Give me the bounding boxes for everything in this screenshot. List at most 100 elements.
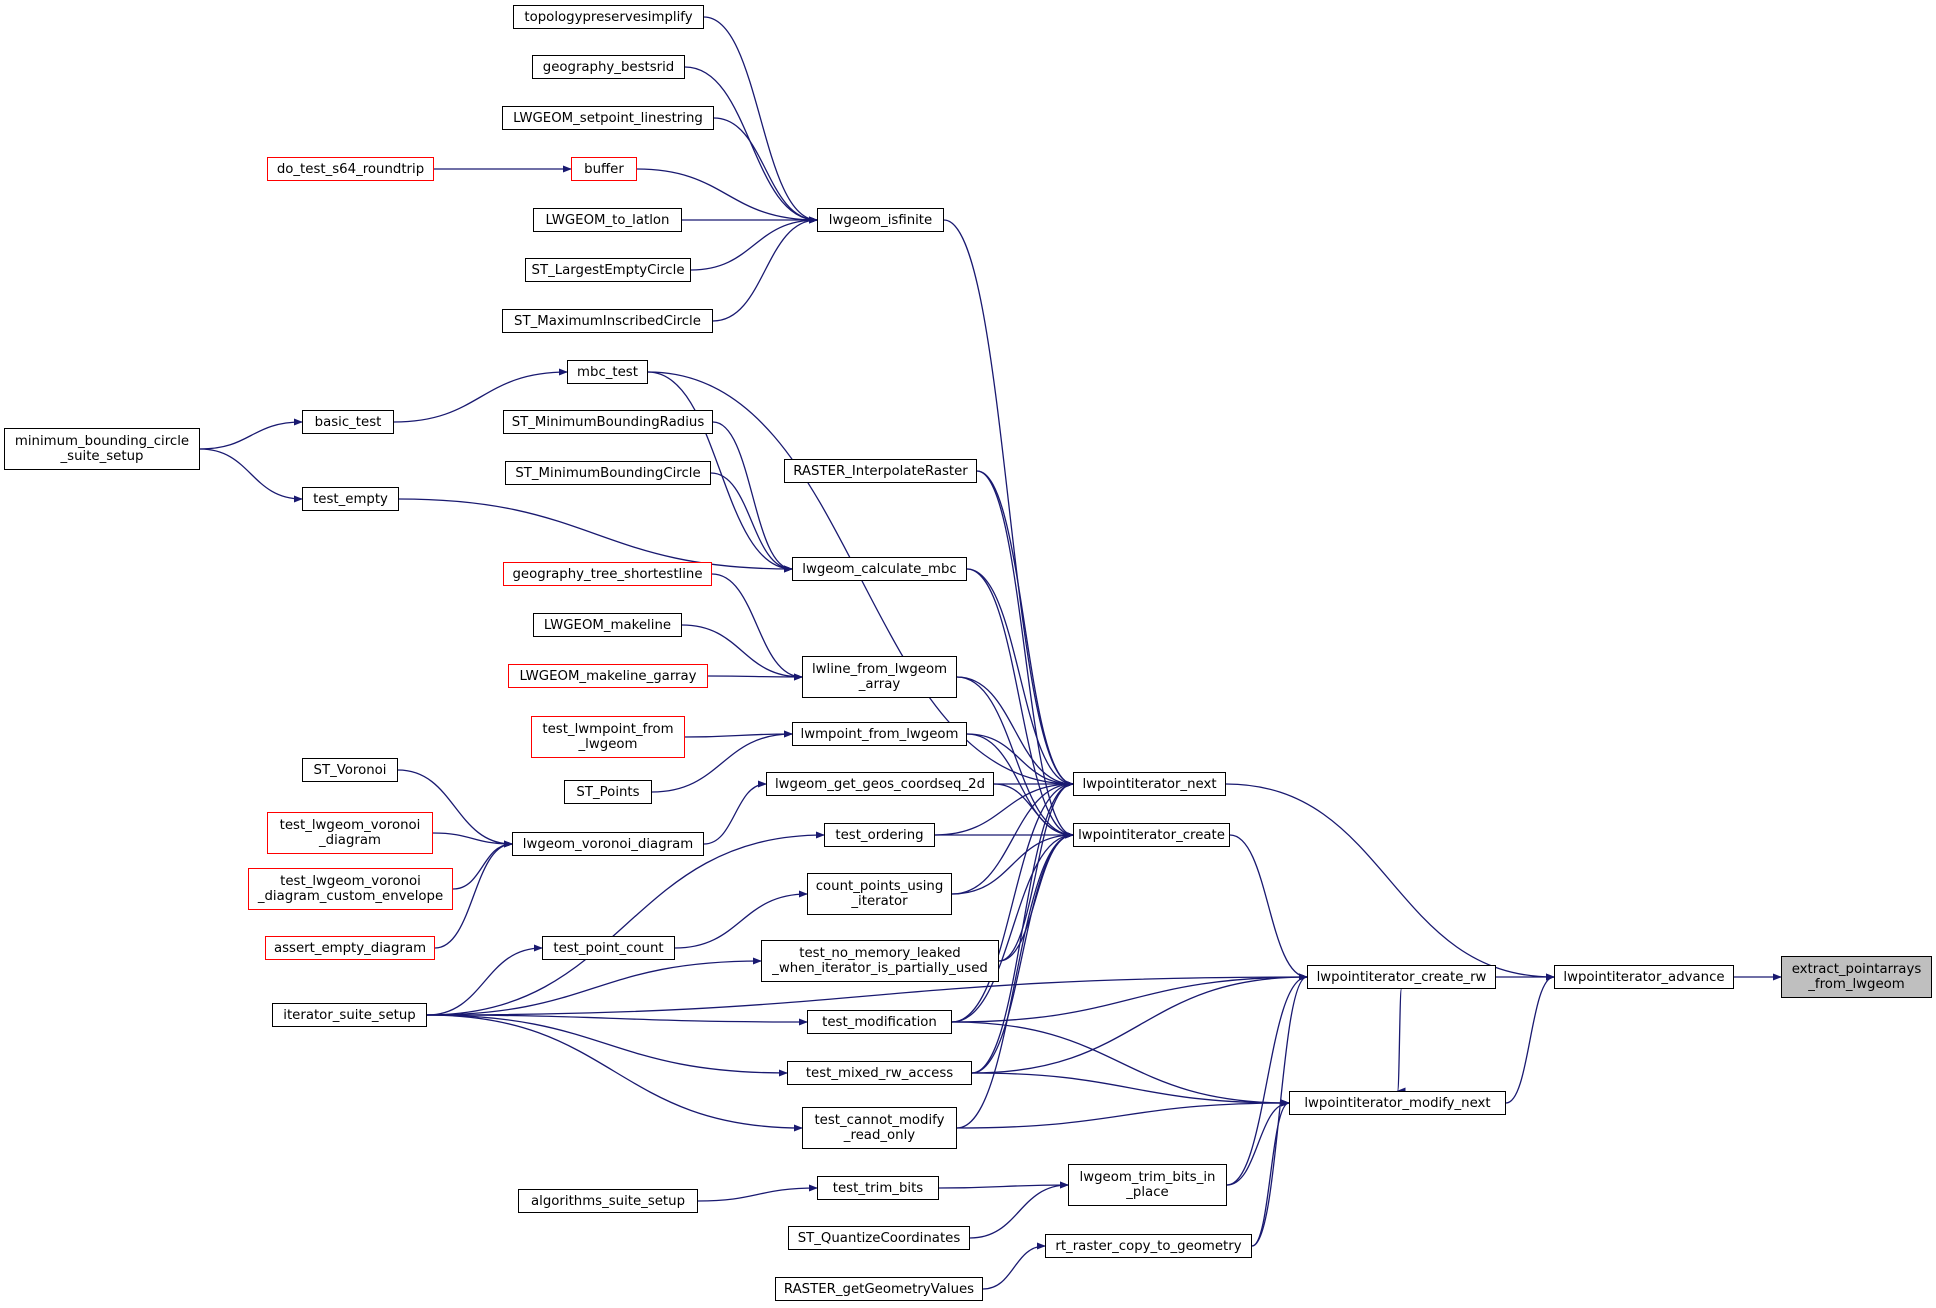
node-label-line: ST_Voronoi (313, 762, 387, 778)
node-label-line: _iterator (851, 894, 908, 909)
node-label-line: test_ordering (835, 827, 924, 843)
node-iterator-suite-setup[interactable]: iterator_suite_setup (272, 1003, 427, 1027)
edge-topo-to-isfinite (703, 16, 818, 224)
node-minimum-bounding-circle-suite-setup[interactable]: minimum_bounding_circle_suite_setup (4, 428, 200, 470)
node-rt-raster-copy-to-geometry[interactable]: rt_raster_copy_to_geometry (1045, 1234, 1252, 1258)
node-label-line: rt_raster_copy_to_geometry (1055, 1238, 1242, 1254)
node-label-line: iterator_suite_setup (283, 1007, 416, 1023)
node-lwgeom-makeline-garray[interactable]: LWGEOM_makeline_garray (508, 664, 708, 688)
node-lwpointiterator-create-rw[interactable]: lwpointiterator_create_rw (1307, 965, 1496, 989)
node-count-points-using-iterator[interactable]: count_points_using_iterator (807, 873, 952, 915)
edge-itsuite-to-tcmro (426, 1014, 803, 1132)
node-label-line: geography_bestsrid (542, 59, 675, 75)
node-lwgeom-get-geos-coordseq-2d[interactable]: lwgeom_get_geos_coordseq_2d (766, 772, 994, 796)
edge-tnml-to-next (998, 780, 1074, 962)
node-topologypreservesimplify[interactable]: topologypreservesimplify (513, 5, 704, 29)
node-algorithms-suite-setup[interactable]: algorithms_suite_setup (518, 1189, 698, 1213)
node-lwgeom-voronoi-diagram[interactable]: lwgeom_voronoi_diagram (512, 832, 704, 856)
edge-vor-to-coordseq (703, 780, 767, 845)
node-assert-empty-diagram[interactable]: assert_empty_diagram (265, 936, 435, 960)
node-st-largestemptycircle[interactable]: ST_LargestEmptyCircle (525, 258, 691, 282)
node-buffer[interactable]: buffer (571, 157, 637, 181)
edge-algsuite-to-ttrim (697, 1184, 818, 1202)
edge-makegarray-to-lwline (707, 673, 803, 681)
node-label-line: basic_test (314, 414, 382, 430)
node-label-line: test_cannot_modify (814, 1113, 945, 1128)
node-label-line: extract_pointarrays (1791, 962, 1922, 977)
edge-cpui-to-create (951, 831, 1074, 895)
node-test-modification[interactable]: test_modification (807, 1010, 952, 1034)
node-st-quantizecoordinates[interactable]: ST_QuantizeCoordinates (788, 1226, 970, 1250)
node-label-line: _suite_setup (60, 449, 144, 464)
node-test-mixed-rw-access[interactable]: test_mixed_rw_access (787, 1061, 972, 1085)
node-lwgeom-isfinite[interactable]: lwgeom_isfinite (817, 208, 944, 232)
node-st-voronoi[interactable]: ST_Voronoi (302, 758, 398, 782)
node-basic-test[interactable]: basic_test (302, 410, 394, 434)
node-label-line: assert_empty_diagram (273, 940, 427, 956)
edge-testempty-to-calcmbc (398, 498, 793, 573)
node-label-line: algorithms_suite_setup (530, 1193, 686, 1209)
edge-buffer-to-isfinite (636, 168, 818, 224)
node-label-line: _when_iterator_is_partially_used (772, 961, 988, 976)
node-geography-tree-shortestline[interactable]: geography_tree_shortestline (503, 562, 712, 586)
edge-lwline-to-create (956, 676, 1074, 839)
node-lwline-from-lwgeom-array[interactable]: lwline_from_lwgeom_array (802, 656, 957, 698)
edge-lwmp-to-next (966, 733, 1074, 788)
node-label-line: lwpointiterator_create_rw (1316, 969, 1487, 985)
node-label-line: minimum_bounding_circle (14, 434, 190, 449)
edge-gts-to-lwline (711, 573, 803, 681)
node-st-minimumboundingcircle[interactable]: ST_MinimumBoundingCircle (505, 461, 711, 485)
node-test-cannot-modify-read-only[interactable]: test_cannot_modify_read_only (802, 1107, 957, 1149)
node-lwgeom-setpoint-linestring[interactable]: LWGEOM_setpoint_linestring (502, 106, 714, 130)
node-test-trim-bits[interactable]: test_trim_bits (817, 1176, 939, 1200)
node-st-maximuminscribedcircle[interactable]: ST_MaximumInscribedCircle (502, 309, 713, 333)
node-label-line: lwpointiterator_next (1082, 776, 1217, 792)
node-test-empty[interactable]: test_empty (302, 487, 399, 511)
node-label-line: test_modification (822, 1014, 937, 1030)
node-lwpointiterator-modify-next[interactable]: lwpointiterator_modify_next (1289, 1091, 1506, 1115)
node-test-lwgeom-voronoi-diagram[interactable]: test_lwgeom_voronoi_diagram (267, 812, 433, 854)
node-lwpointiterator-advance[interactable]: lwpointiterator_advance (1554, 965, 1734, 989)
node-label-line: lwpointiterator_create (1078, 827, 1225, 843)
node-raster-interpolateraster[interactable]: RASTER_InterpolateRaster (784, 459, 977, 483)
edge-tmix-to-modn (971, 1072, 1290, 1107)
node-label-line: topologypreservesimplify (524, 9, 693, 25)
node-label-line: test_empty (313, 491, 388, 507)
node-test-no-memory-leaked-when-iterator-is-partially-used[interactable]: test_no_memory_leaked_when_iterator_is_p… (761, 940, 999, 982)
node-label-line: test_lwgeom_voronoi (280, 874, 421, 889)
node-lwpointiterator-create[interactable]: lwpointiterator_create (1073, 823, 1230, 847)
edge-interp-to-next (976, 470, 1074, 788)
node-st-minimumboundingradius[interactable]: ST_MinimumBoundingRadius (503, 410, 713, 434)
node-raster-getgeometryvalues[interactable]: RASTER_getGeometryValues (775, 1277, 983, 1301)
edge-itsuite-to-ordering (426, 831, 825, 1016)
node-label-line: lwmpoint_from_lwgeom (800, 726, 959, 742)
node-do-test-s64-roundtrip[interactable]: do_test_s64_roundtrip (267, 157, 434, 181)
edge-modn-to-adv (1505, 973, 1555, 1104)
node-lwgeom-makeline[interactable]: LWGEOM_makeline (533, 613, 682, 637)
edge-itsuite-to-tmod (426, 1014, 808, 1026)
node-lwgeom-trim-bits-in-place[interactable]: lwgeom_trim_bits_in_place (1068, 1164, 1227, 1206)
node-mbc-test[interactable]: mbc_test (567, 360, 648, 384)
node-lwpointiterator-next[interactable]: lwpointiterator_next (1073, 772, 1226, 796)
node-lwgeom-calculate-mbc[interactable]: lwgeom_calculate_mbc (792, 557, 967, 581)
node-geography-bestsrid[interactable]: geography_bestsrid (532, 55, 685, 79)
edge-setpoint-to-isfinite (713, 117, 818, 224)
node-test-point-count[interactable]: test_point_count (542, 936, 675, 960)
node-lwmpoint-from-lwgeom[interactable]: lwmpoint_from_lwgeom (792, 722, 967, 746)
node-label-line: do_test_s64_roundtrip (276, 161, 425, 177)
node-test-ordering[interactable]: test_ordering (824, 823, 935, 847)
node-extract-pointarrays-from-lwgeom[interactable]: extract_pointarrays_from_lwgeom (1781, 956, 1932, 998)
node-label-line: lwgeom_trim_bits_in (1079, 1170, 1216, 1185)
node-label-line: test_no_memory_leaked (799, 946, 961, 961)
edge-create-to-crw (1229, 834, 1308, 981)
edge-itsuite-to-tpc (426, 944, 543, 1016)
edge-tvorenv-to-vor (452, 840, 513, 890)
node-label-line: RASTER_getGeometryValues (783, 1281, 975, 1297)
node-test-lwgeom-voronoi-diagram-custom-envelope[interactable]: test_lwgeom_voronoi_diagram_custom_envel… (248, 868, 453, 910)
node-st-points[interactable]: ST_Points (564, 780, 652, 804)
node-label-line: _diagram (319, 833, 381, 848)
node-test-lwmpoint-from-lwgeom[interactable]: test_lwmpoint_from_lwgeom (531, 716, 685, 758)
edge-tlwmp-to-lwmp (684, 730, 793, 738)
node-lwgeom-to-latlon[interactable]: LWGEOM_to_latlon (533, 208, 682, 232)
edge-tmod-to-modn (951, 1021, 1290, 1107)
